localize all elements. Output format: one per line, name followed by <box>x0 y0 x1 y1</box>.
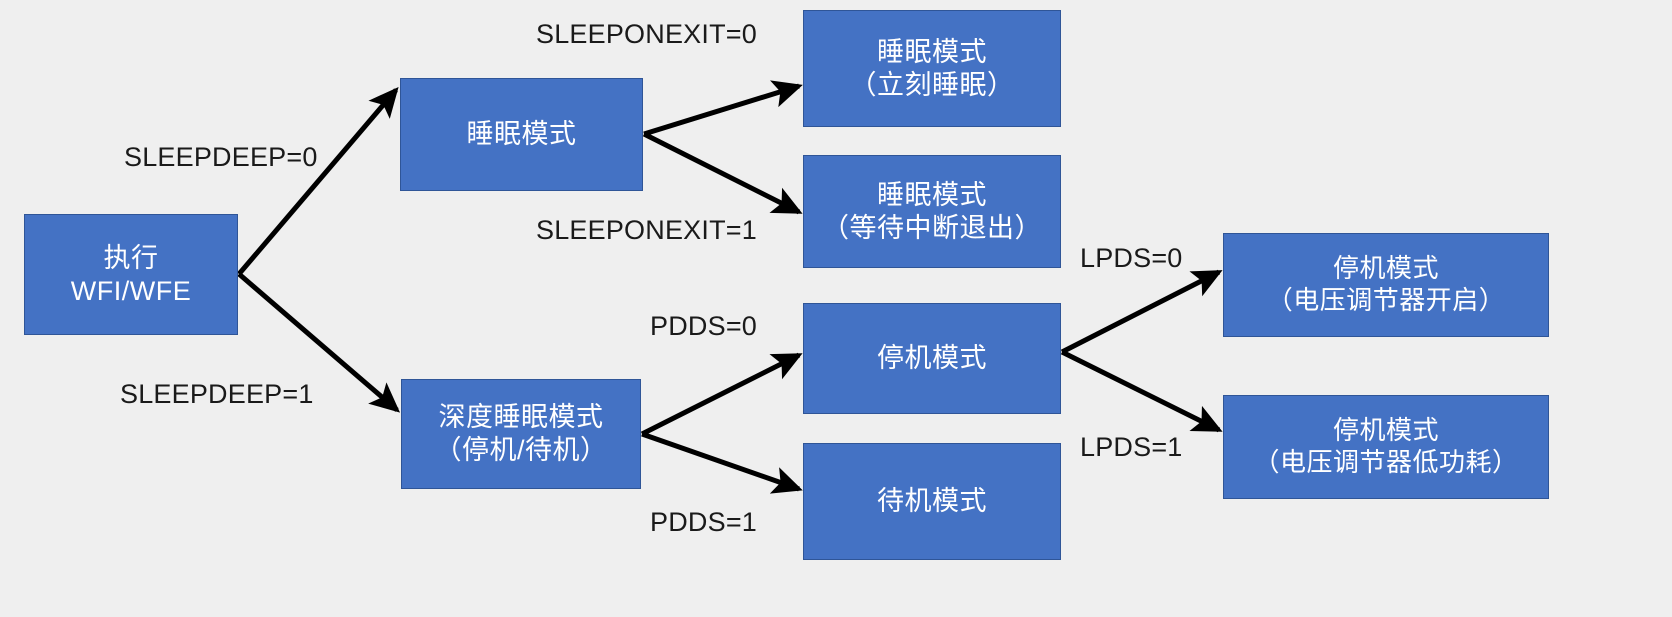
node-label-secondary: WFI/WFE <box>70 275 192 306</box>
edge-label-lpds0: LPDS=0 <box>1080 243 1183 273</box>
node-label-secondary: （电压调节器低功耗） <box>1253 447 1519 477</box>
node-sleep_on_exit[interactable]: 睡眠模式（等待中断退出） <box>803 155 1061 268</box>
node-deep_sleep[interactable]: 深度睡眠模式（停机/待机） <box>401 379 641 489</box>
node-stop[interactable]: 停机模式 <box>803 303 1061 414</box>
node-label-secondary: （等待中断退出） <box>822 212 1042 243</box>
node-standby[interactable]: 待机模式 <box>803 443 1061 560</box>
node-label-secondary: （电压调节器开启） <box>1266 285 1506 315</box>
node-label-primary: 执行 <box>103 242 159 273</box>
node-label-secondary: （停机/待机） <box>434 435 608 465</box>
node-label-primary: 睡眠模式 <box>877 179 987 210</box>
edge-sleep-to-sleep-now <box>643 80 803 137</box>
edge-deep-sleep-to-standby <box>641 431 803 494</box>
node-label-primary: 待机模式 <box>877 486 987 517</box>
edge-label-sleeponexit1: SLEEPONEXIT=1 <box>536 215 757 245</box>
edge-stop-to-vr-on <box>1060 269 1223 355</box>
node-sleep_now[interactable]: 睡眠模式（立刻睡眠） <box>803 10 1061 127</box>
edge-exec-to-sleep <box>237 86 399 276</box>
edge-label-pdds0: PDDS=0 <box>650 311 757 341</box>
node-label-primary: 停机模式 <box>1332 253 1439 284</box>
edge-label-pdds1: PDDS=1 <box>650 507 757 537</box>
node-sleep[interactable]: 睡眠模式 <box>400 78 643 191</box>
node-label-primary: 睡眠模式 <box>466 119 577 150</box>
node-stop_vr_on[interactable]: 停机模式（电压调节器开启） <box>1223 233 1549 337</box>
edge-label-sleeponexit0: SLEEPONEXIT=0 <box>536 19 757 49</box>
edge-sleep-to-sleep-on-exit <box>642 131 803 215</box>
node-label-secondary: （立刻睡眠） <box>849 69 1015 100</box>
node-label-primary: 深度睡眠模式 <box>438 402 604 433</box>
edge-deep-sleep-to-stop <box>640 352 803 437</box>
node-label-primary: 睡眠模式 <box>877 36 987 67</box>
node-label-primary: 停机模式 <box>877 343 987 374</box>
edge-stop-to-vr-lp <box>1060 349 1223 433</box>
node-stop_vr_lp[interactable]: 停机模式（电压调节器低功耗） <box>1223 395 1549 499</box>
node-label-primary: 停机模式 <box>1332 415 1439 446</box>
edge-label-sleepdeep1: SLEEPDEEP=1 <box>120 379 314 409</box>
edge-label-lpds1: LPDS=1 <box>1080 432 1183 462</box>
edge-label-sleepdeep0: SLEEPDEEP=0 <box>124 142 318 172</box>
